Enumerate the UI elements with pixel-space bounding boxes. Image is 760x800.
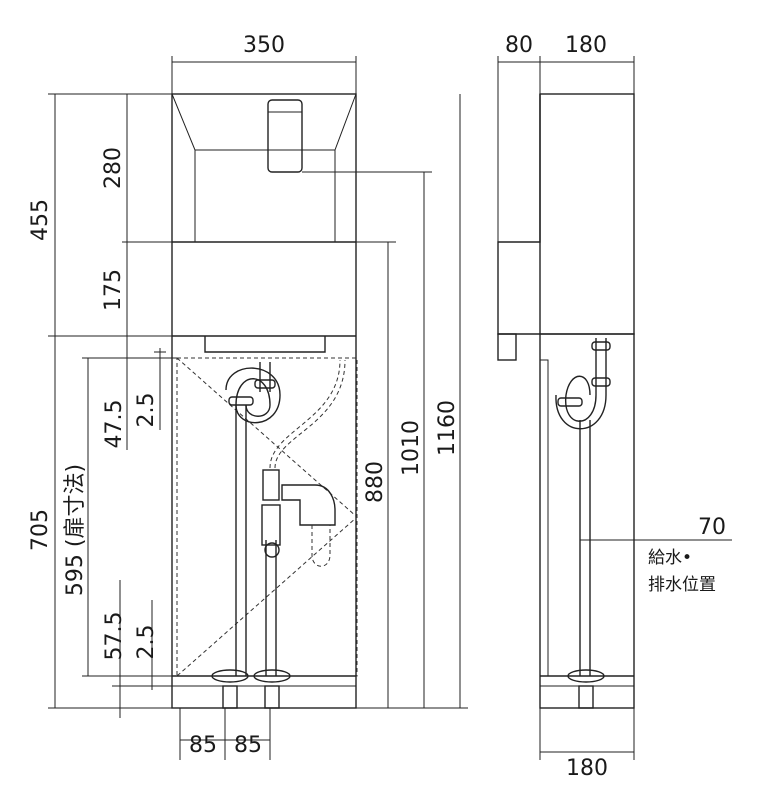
dim-1160: 1160	[435, 400, 460, 456]
note-supply-drain-line2: 排水位置	[648, 575, 716, 595]
drain-box	[204, 336, 326, 353]
front-view	[171, 93, 358, 709]
valve-body	[281, 484, 336, 526]
drain-trap-pipe	[211, 362, 281, 709]
dim-side-180-bottom: 180	[566, 756, 608, 781]
dim-47-5: 47.5	[102, 400, 127, 449]
dim-2-5-top: 2.5	[134, 393, 159, 428]
side-door-edge	[539, 359, 549, 677]
basin-right-slope	[334, 93, 357, 242]
dim-175: 175	[101, 269, 126, 311]
dim-280: 280	[101, 147, 126, 189]
dim-70: 70	[698, 515, 726, 540]
dim-side-180-top: 180	[565, 33, 607, 58]
dim-width-350: 350	[243, 33, 285, 58]
supply-pipe	[253, 359, 346, 709]
basin-left-slope	[171, 93, 196, 242]
side-spout	[497, 333, 517, 361]
dim-85-left: 85	[189, 733, 217, 758]
faucet	[267, 99, 303, 173]
dim-door-595: 595 (扉寸法)	[63, 464, 88, 596]
dimension-lines	[48, 56, 732, 760]
side-upper-box	[539, 93, 635, 335]
dim-705: 705	[28, 509, 53, 551]
front-cabinet-outline	[171, 93, 357, 709]
stop-valve	[264, 542, 280, 558]
side-trap-pipe	[555, 338, 611, 709]
dim-880: 880	[363, 461, 388, 503]
dim-57-5: 57.5	[102, 612, 127, 661]
side-cabinet	[539, 333, 635, 709]
dim-455: 455	[28, 199, 53, 241]
side-view	[497, 93, 635, 709]
dim-2-5-bottom: 2.5	[134, 625, 159, 660]
note-supply-drain-line1: 給水•	[648, 548, 692, 568]
side-basin-front	[497, 94, 541, 335]
dim-side-80: 80	[505, 33, 533, 58]
dim-85-right: 85	[234, 733, 262, 758]
dim-1010: 1010	[399, 420, 424, 476]
